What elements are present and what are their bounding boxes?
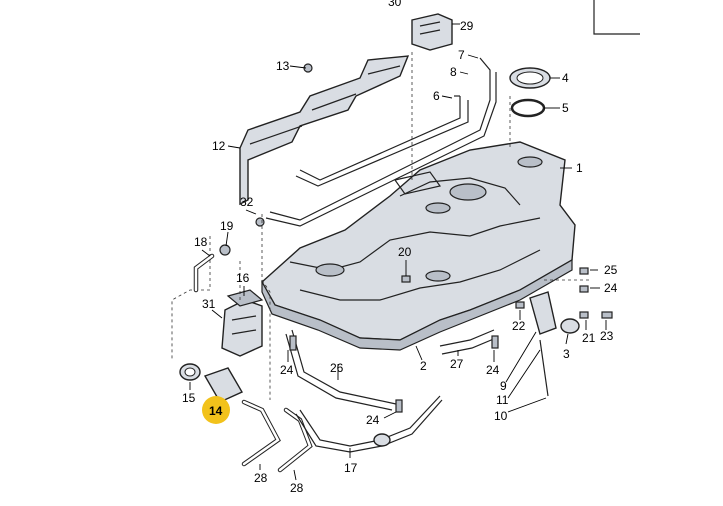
- tank-straps: [285, 329, 497, 411]
- screws: [219, 63, 499, 413]
- fuel-lines: [265, 57, 497, 227]
- callout-17: 17: [344, 461, 358, 475]
- callout-31: 31: [202, 297, 216, 311]
- callout-30: 30: [388, 0, 402, 9]
- callout-5: 5: [562, 101, 569, 115]
- callout-15: 15: [182, 391, 196, 405]
- callout-13: 13: [276, 59, 290, 73]
- filter-bracket: [221, 289, 264, 357]
- callout-7: 7: [458, 48, 465, 62]
- callout-19: 19: [220, 219, 234, 233]
- callout-1: 1: [576, 161, 583, 175]
- callout-18: 18: [194, 235, 208, 249]
- callout-4: 4: [562, 71, 569, 85]
- callout-10: 10: [494, 409, 508, 423]
- callout-16: 16: [236, 271, 250, 285]
- vent-pipe-inner: [194, 254, 214, 292]
- callout-8: 8: [450, 65, 457, 79]
- callout-labels: 30 29 13 7 8 4 6 5 12 1 32 19 18 20 25 1…: [182, 0, 618, 495]
- callout-20: 20: [398, 245, 412, 259]
- locking-ring: [509, 67, 551, 89]
- callout-24-right: 24: [486, 363, 500, 377]
- callout-26: 26: [330, 361, 344, 375]
- right-hardware: [515, 267, 613, 397]
- callout-3: 3: [563, 347, 570, 361]
- callout-12: 12: [212, 139, 226, 153]
- seal-ring: [510, 98, 546, 118]
- callout-25: 25: [604, 263, 618, 277]
- assembly-guides: [171, 52, 590, 400]
- hoses: [241, 395, 443, 473]
- callout-6: 6: [433, 89, 440, 103]
- fuel-tank: [261, 141, 576, 351]
- callout-2: 2: [420, 359, 427, 373]
- callout-22: 22: [512, 319, 526, 333]
- callout-28-left: 28: [254, 471, 268, 485]
- callout-14: 14: [209, 404, 223, 418]
- heat-shield: [239, 55, 410, 206]
- callout-24-left: 24: [280, 363, 294, 377]
- callout-24-top-right: 24: [604, 281, 618, 295]
- callout-29: 29: [460, 19, 474, 33]
- callout-9: 9: [500, 379, 507, 393]
- sender-unit: [411, 13, 453, 51]
- highlight-badge: [202, 396, 230, 424]
- leader-lines: [189, 23, 607, 481]
- callout-32: 32: [240, 195, 254, 209]
- frame-corner: [593, 0, 640, 35]
- fuel-filter: [179, 363, 243, 403]
- callout-21: 21: [582, 331, 596, 345]
- callout-11: 11: [496, 393, 509, 407]
- callout-23: 23: [600, 329, 614, 343]
- callout-24-bottom: 24: [366, 413, 380, 427]
- callout-27: 27: [450, 357, 464, 371]
- callout-28-right: 28: [290, 481, 304, 495]
